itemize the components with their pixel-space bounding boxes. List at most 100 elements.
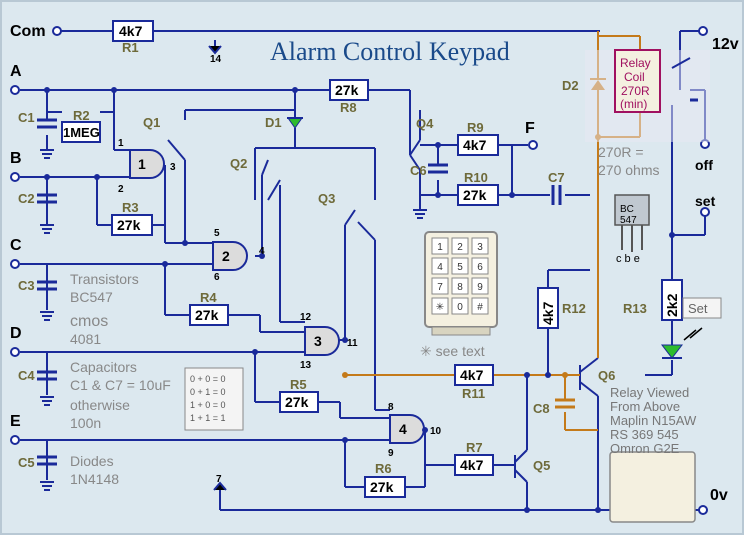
keypad-key — [471, 257, 489, 275]
r1-value: 4k7 — [119, 23, 143, 39]
r4-label: R4 — [200, 290, 217, 305]
terminal-set-label: set — [695, 193, 716, 209]
relay-info-line: Relay Viewed — [610, 385, 689, 400]
q6-label: Q6 — [598, 368, 615, 383]
junction-dots — [44, 87, 675, 513]
c1-label: C1 — [18, 110, 35, 125]
keypad-key — [431, 257, 449, 275]
pin-label: 13 — [300, 360, 312, 371]
r5-label: R5 — [290, 377, 307, 392]
keypad-key-label: 9 — [477, 282, 483, 293]
gate-3-number: 3 — [314, 333, 322, 349]
relay-line-1: Relay — [620, 56, 651, 70]
r6-label: R6 — [375, 461, 392, 476]
r13-value: 2k2 — [664, 293, 680, 317]
note-set-label: Set — [688, 301, 708, 316]
pin-label: 14 — [210, 54, 222, 65]
relay-info-line: Omron G2E — [610, 441, 680, 456]
keypad-key — [431, 237, 449, 255]
relay-info-line: RS 369 545 — [610, 427, 679, 442]
c4-label: C4 — [18, 368, 35, 383]
bc547-pinout-label: c b e — [616, 253, 640, 265]
pin-label: 9 — [388, 448, 394, 459]
relay-info-line: Maplin N15AW — [610, 413, 697, 428]
led — [660, 327, 703, 359]
gate-1-number: 1 — [138, 156, 146, 172]
r5-value: 27k — [285, 394, 309, 410]
terminal-off-label: off — [695, 157, 713, 173]
terminal-com-label: Com — [10, 23, 46, 40]
keypad-key-label: 2 — [457, 242, 463, 253]
r3-value: 27k — [117, 217, 141, 233]
c6-label: C6 — [410, 163, 427, 178]
note-see-text: ✳ see text — [420, 343, 485, 359]
bc547-line-2: 547 — [620, 215, 637, 226]
and-gates — [129, 149, 425, 444]
note-diodes-1: Diodes — [70, 453, 114, 469]
truth-row: 0 + 1 = 0 — [190, 387, 226, 397]
q1-label: Q1 — [143, 115, 160, 130]
r12-value: 4k7 — [540, 301, 556, 325]
terminal-c-label: C — [10, 237, 22, 254]
keypad-key-label: ✳ — [436, 302, 444, 313]
keypad-key — [451, 297, 469, 315]
c8-label: C8 — [533, 401, 550, 416]
ground-symbols — [40, 45, 427, 491]
note-ohms-1: 270R = — [598, 144, 644, 160]
blue-wires — [20, 30, 706, 511]
r7-value: 4k7 — [460, 457, 484, 473]
pin-label: 5 — [214, 228, 220, 239]
note-caps-1: Capacitors — [70, 359, 137, 375]
keypad-key — [471, 277, 489, 295]
r3-label: R3 — [122, 200, 139, 215]
r10-value: 27k — [463, 187, 487, 203]
terminal-0v-label: 0v — [710, 487, 728, 504]
pin-label: 8 — [388, 402, 394, 413]
r2-value: 1MEG — [63, 125, 100, 140]
pin-label: 2 — [118, 184, 124, 195]
note-caps-3: otherwise — [70, 397, 130, 413]
pin-label: 7 — [216, 474, 222, 485]
pin-label: 4 — [259, 246, 265, 257]
gate-4-number: 4 — [399, 421, 407, 437]
q4-label: Q4 — [416, 116, 434, 131]
note-caps-4: 100n — [70, 415, 101, 431]
gate-2-number: 2 — [222, 248, 230, 264]
terminal-e-label: E — [10, 413, 21, 430]
relay-info: Relay Viewed From Above Maplin N15AW RS … — [610, 385, 697, 456]
c2-label: C2 — [18, 191, 35, 206]
r13-label: R13 — [623, 301, 647, 316]
keypad-key-label: 8 — [457, 282, 463, 293]
d2-label: D2 — [562, 78, 579, 93]
r6-value: 27k — [370, 479, 394, 495]
r7-label: R7 — [466, 440, 483, 455]
pin-label: 3 — [170, 162, 176, 173]
truth-row: 1 + 1 = 1 — [190, 413, 226, 423]
keypad-key-label: 7 — [437, 282, 443, 293]
relay-pin-view — [609, 451, 696, 523]
r4-value: 27k — [195, 307, 219, 323]
pin-label: 6 — [214, 272, 220, 283]
keypad-key-label: 6 — [477, 262, 483, 273]
r2-label: R2 — [73, 108, 90, 123]
truth-row: 1 + 0 = 0 — [190, 400, 226, 410]
capacitors — [37, 118, 575, 466]
r12-label: R12 — [562, 301, 586, 316]
keypad-key — [471, 297, 489, 315]
q3-label: Q3 — [318, 191, 335, 206]
c3-label: C3 — [18, 278, 35, 293]
pin-label: 11 — [347, 338, 358, 349]
keypad-key — [451, 237, 469, 255]
relay-line-3: 270R — [621, 84, 650, 98]
pin-label: 1 — [118, 138, 124, 149]
d1-label: D1 — [265, 115, 282, 130]
keypad-key — [431, 297, 449, 315]
note-cmos-2: 4081 — [70, 331, 101, 347]
terminal-12v-label: 12v — [712, 36, 739, 53]
q2-label: Q2 — [230, 156, 247, 171]
relay-coil-box — [614, 49, 661, 113]
c7-label: C7 — [548, 170, 565, 185]
keypad-key-label: 4 — [437, 262, 443, 273]
page-title: Alarm Control Keypad — [270, 37, 510, 66]
